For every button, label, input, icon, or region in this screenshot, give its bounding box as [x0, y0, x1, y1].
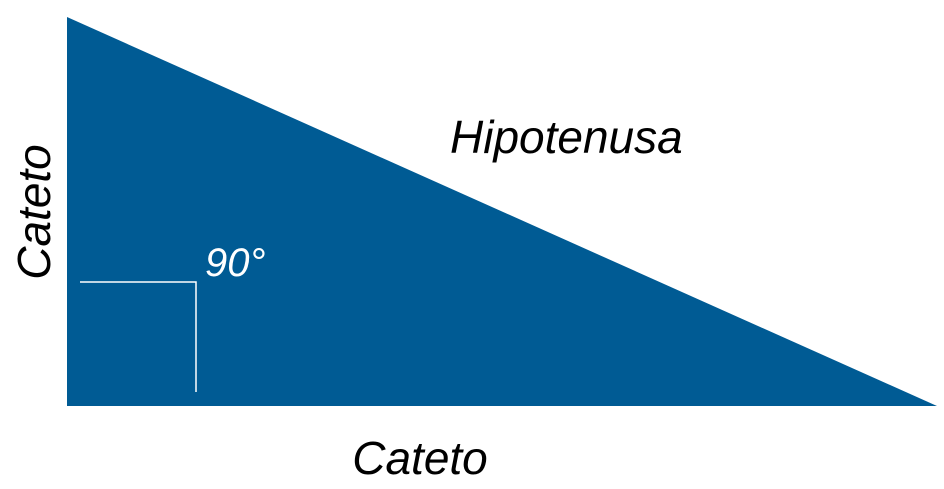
hypotenuse-label: Hipotenusa: [450, 111, 683, 163]
right-angle-label: 90°: [205, 241, 266, 285]
vertical-leg-label: Cateto: [8, 144, 60, 280]
right-angle-marker: [80, 281, 197, 392]
right-triangle: [67, 17, 937, 406]
horizontal-leg-label: Cateto: [352, 432, 488, 484]
